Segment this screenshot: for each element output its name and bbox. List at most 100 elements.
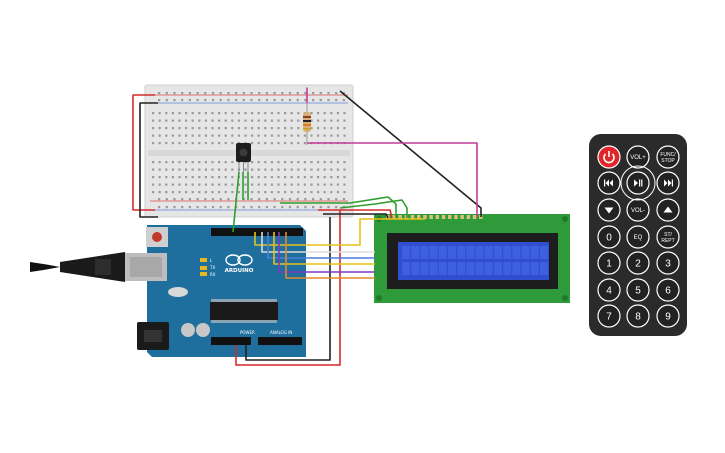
rail-hole xyxy=(335,99,338,102)
rail-hole xyxy=(173,206,176,209)
lcd-pin[interactable] xyxy=(429,215,433,219)
play-pause-icon xyxy=(634,179,643,187)
breadboard-hole xyxy=(310,168,313,171)
remote-button-play-pause[interactable] xyxy=(626,171,650,195)
remote-button-prev[interactable] xyxy=(597,171,621,195)
breadboard-hole xyxy=(198,191,201,194)
reset-button[interactable] xyxy=(152,232,162,242)
breadboard-hole xyxy=(191,161,194,164)
breadboard-hole xyxy=(343,112,346,115)
breadboard-hole xyxy=(297,176,300,179)
breadboard-hole xyxy=(178,183,181,186)
remote-button-func-stop[interactable]: FUNC/STOP xyxy=(656,145,680,169)
remote-button-vol-up[interactable]: VOL+ xyxy=(626,145,650,169)
lcd-pin[interactable] xyxy=(466,215,471,219)
breadboard-hole xyxy=(171,183,174,186)
wire-black-lcd xyxy=(339,90,482,217)
remote-button-n5[interactable]: 5 xyxy=(626,278,650,302)
lcd-cell xyxy=(420,246,429,259)
lcd-cell xyxy=(438,262,447,275)
lcd-pin[interactable] xyxy=(460,215,464,219)
breadboard-hole xyxy=(251,142,254,145)
rail-hole xyxy=(265,99,268,102)
breadboard-hole xyxy=(257,168,260,171)
wire-black-lcd-2 xyxy=(323,213,389,219)
lcd-pin[interactable] xyxy=(472,215,477,219)
breadboard-hole xyxy=(336,191,339,194)
lcd-pin[interactable] xyxy=(441,215,446,219)
breadboard-hole xyxy=(270,142,273,145)
breadboard-hole xyxy=(158,183,161,186)
breadboard-hole xyxy=(231,142,234,145)
breadboard-hole xyxy=(317,112,320,115)
breadboard-hole xyxy=(251,176,254,179)
breadboard-hole xyxy=(297,119,300,122)
breadboard-hole xyxy=(264,183,267,186)
remote-button-vol-down[interactable]: VOL- xyxy=(626,198,650,222)
ir-receiver-lens xyxy=(239,148,248,157)
remote-button-n4[interactable]: 4 xyxy=(597,278,621,302)
usb-connector[interactable] xyxy=(30,252,167,282)
rail-hole xyxy=(327,206,330,209)
remote-button-n8[interactable]: 8 xyxy=(626,304,650,328)
remote-button-next[interactable] xyxy=(656,171,680,195)
remote-button-n1[interactable]: 1 xyxy=(597,251,621,275)
remote-button-n0[interactable]: 0 xyxy=(597,225,621,249)
breadboard-hole xyxy=(185,161,188,164)
rail-hole xyxy=(196,92,199,95)
remote-button-up[interactable] xyxy=(656,198,680,222)
breadboard-hole xyxy=(224,112,227,115)
rail-hole xyxy=(288,198,292,201)
lcd-pin[interactable] xyxy=(454,215,458,219)
remote-button-st-rept[interactable]: ST/REPT xyxy=(656,225,680,249)
lcd-pin[interactable] xyxy=(392,215,396,219)
lcd-pin[interactable] xyxy=(410,215,415,219)
breadboard-hole xyxy=(185,183,188,186)
lcd-16x2-display[interactable] xyxy=(374,214,570,303)
analog-in-label: ANALOG IN xyxy=(270,330,292,335)
rail-hole xyxy=(219,92,222,95)
breadboard-hole xyxy=(218,183,221,186)
breadboard-hole xyxy=(303,142,306,145)
rail-hole xyxy=(288,206,292,209)
arduino-uno-board[interactable]: L TX RX ARDUINO POWER ANALOG IN xyxy=(137,225,306,357)
breadboard-hole xyxy=(198,168,201,171)
remote-button-n9[interactable]: 9 xyxy=(656,304,680,328)
ir-receiver[interactable] xyxy=(236,143,251,172)
lcd-cell xyxy=(438,246,447,259)
breadboard-hole xyxy=(270,134,273,137)
breadboard-hole xyxy=(204,112,207,115)
breadboard-hole xyxy=(152,191,155,194)
lcd-pin[interactable] xyxy=(423,215,427,219)
remote-button-n2[interactable]: 2 xyxy=(626,251,650,275)
breadboard-hole xyxy=(284,183,287,186)
lcd-pin[interactable] xyxy=(435,215,440,219)
breadboard-hole xyxy=(244,127,247,130)
rail-hole xyxy=(165,99,168,102)
remote-button-n3[interactable]: 3 xyxy=(656,251,680,275)
remote-button-n7[interactable]: 7 xyxy=(597,304,621,328)
rail-hole xyxy=(281,99,284,102)
lcd-pin[interactable] xyxy=(448,215,452,219)
breadboard-hole xyxy=(330,161,333,164)
lcd-pin[interactable] xyxy=(417,215,421,219)
breadboard-hole xyxy=(277,176,280,179)
remote-button-eq[interactable]: EQ xyxy=(626,225,650,249)
breadboard-hole xyxy=(317,134,320,137)
remote-button-power[interactable] xyxy=(597,145,621,169)
lcd-pin[interactable] xyxy=(398,215,402,219)
breadboard-hole xyxy=(178,119,181,122)
breadboard-hole xyxy=(204,119,207,122)
remote-button-n6[interactable]: 6 xyxy=(656,278,680,302)
breadboard-hole xyxy=(224,134,227,137)
remote-button-label: 8 xyxy=(635,312,641,323)
breadboard-hole xyxy=(211,168,214,171)
breadboard-hole xyxy=(178,168,181,171)
breadboard-hole xyxy=(171,191,174,194)
remote-button-down[interactable] xyxy=(597,198,621,222)
resistor[interactable] xyxy=(303,103,311,145)
breadboard-hole xyxy=(211,112,214,115)
wire-purple-data xyxy=(278,232,375,273)
